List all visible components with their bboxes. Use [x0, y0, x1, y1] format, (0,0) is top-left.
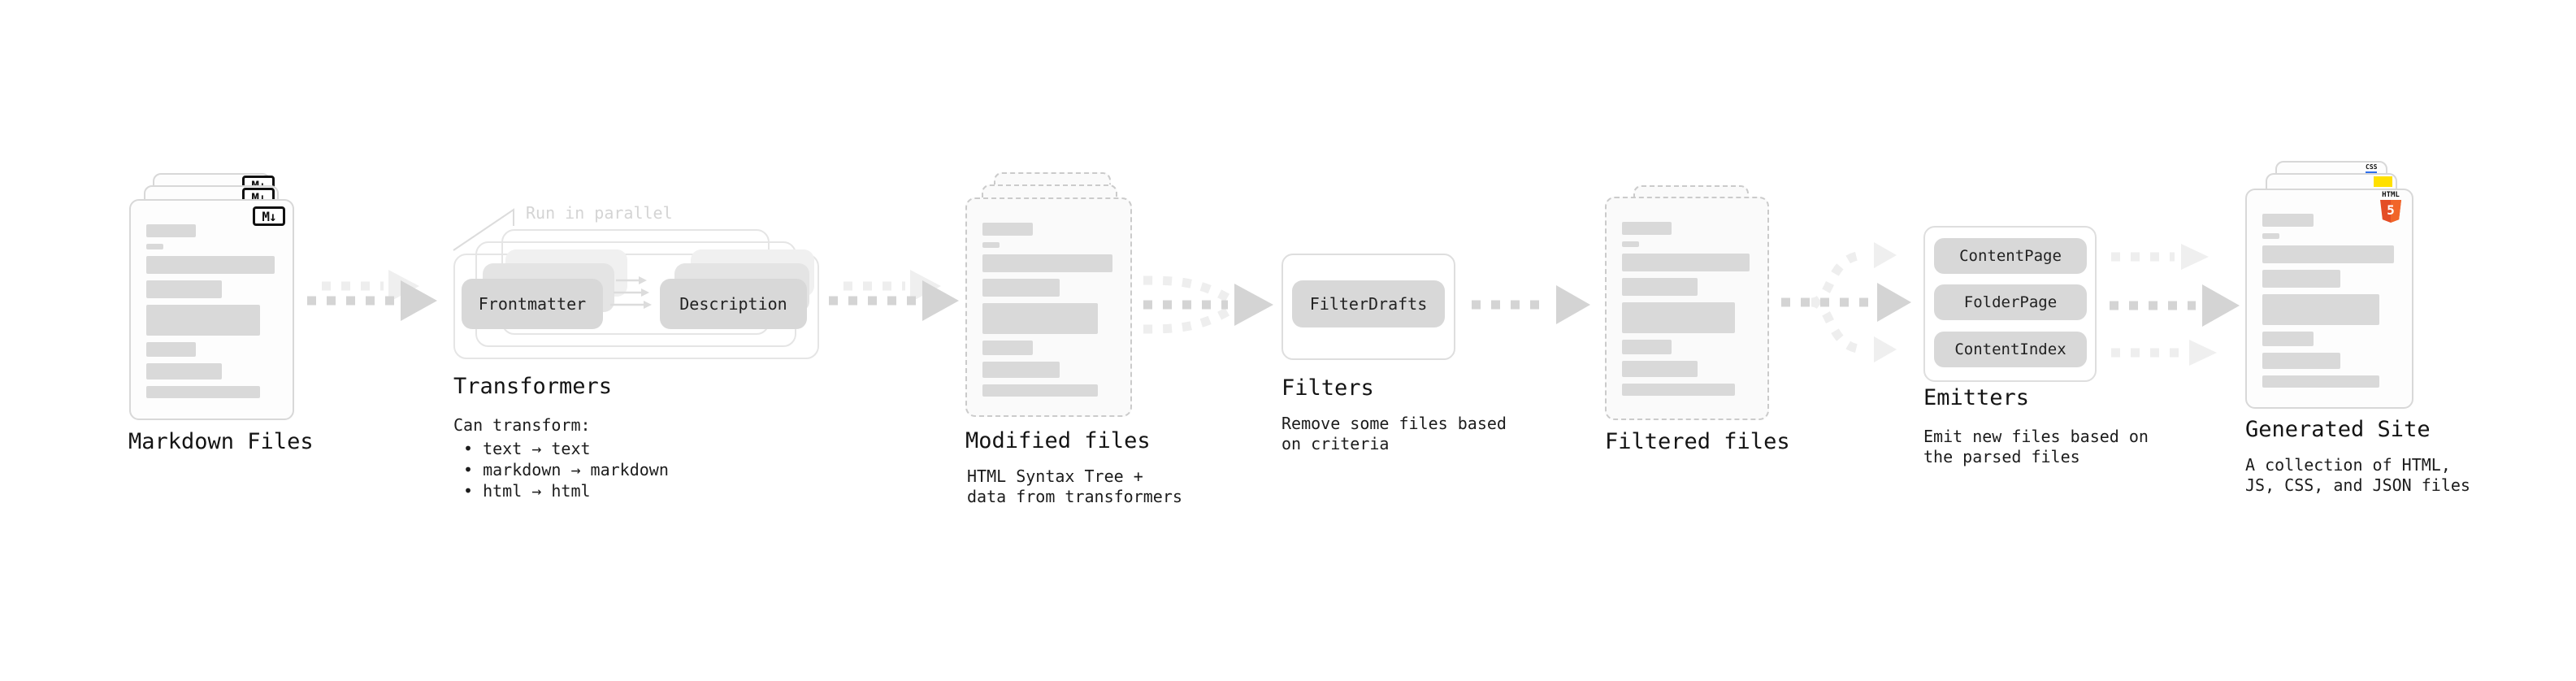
filters-title: Filters	[1281, 375, 1374, 401]
markdown-files-label: Markdown Files	[128, 429, 314, 454]
emitters-title: Emitters	[1923, 385, 2030, 410]
transformers-title: Transformers	[453, 374, 613, 399]
content-line-placeholder	[1622, 278, 1698, 296]
content-line-placeholder	[1622, 222, 1672, 235]
content-line-placeholder	[146, 363, 223, 380]
content-line-placeholder	[2262, 294, 2379, 325]
content-line-placeholder	[146, 244, 163, 249]
content-line-placeholder	[146, 280, 223, 298]
mini-transform-arrows	[610, 276, 652, 309]
modified-files-desc: HTML Syntax Tree + data from transformer…	[967, 466, 1182, 507]
bullet-item: • markdown → markdown	[463, 460, 669, 479]
transformers-bullets: • text → text • markdown → markdown • ht…	[463, 438, 669, 501]
content-line-placeholder	[982, 303, 1098, 334]
arrow-transformers-to-modified	[829, 270, 959, 321]
content-line-placeholder	[2262, 233, 2280, 239]
html5-icon: HTML 5	[2379, 192, 2403, 223]
content-line-placeholder	[146, 305, 261, 336]
content-line-placeholder	[1622, 254, 1750, 271]
content-line-placeholder	[982, 362, 1060, 378]
description-pill: Description	[660, 279, 807, 329]
doc-content-placeholder	[1622, 222, 1752, 396]
filterdrafts-pill: FilterDrafts	[1292, 280, 1445, 327]
content-line-placeholder	[2262, 375, 2379, 388]
content-line-placeholder	[982, 254, 1112, 272]
run-in-parallel-note: Run in parallel	[526, 203, 673, 223]
content-line-placeholder	[2262, 270, 2340, 288]
contentindex-pill: ContentIndex	[1934, 332, 2087, 367]
modified-doc-card	[965, 197, 1132, 417]
bullet-item: • text → text	[463, 439, 591, 458]
frontmatter-pill: Frontmatter	[462, 279, 603, 329]
desc-line: Remove some files based	[1281, 414, 1507, 433]
html5-number: 5	[2387, 202, 2395, 218]
doc-content-placeholder	[982, 223, 1115, 397]
markdown-doc-card	[129, 199, 294, 420]
emitters-desc: Emit new files based on the parsed files	[1923, 427, 2149, 467]
desc-line: Emit new files based on	[1923, 427, 2149, 446]
html5-word: HTML	[2382, 191, 2400, 199]
generated-site-title: Generated Site	[2245, 417, 2431, 442]
desc-line: HTML Syntax Tree +	[967, 466, 1143, 486]
content-line-placeholder	[982, 384, 1098, 397]
content-line-placeholder	[146, 386, 261, 398]
desc-line: data from transformers	[967, 487, 1182, 506]
transformer-box-front	[453, 254, 819, 359]
callout-line	[453, 208, 514, 251]
arrow-markdown-to-transformers	[307, 270, 437, 321]
folderpage-pill: FolderPage	[1934, 284, 2087, 320]
html5-shield-highlight	[2391, 200, 2401, 223]
content-line-placeholder	[1622, 241, 1639, 247]
desc-line: on criteria	[1281, 434, 1390, 453]
content-line-placeholder	[982, 279, 1060, 297]
content-line-placeholder	[1622, 302, 1736, 333]
site-doc-card	[2245, 189, 2413, 409]
html5-shield: 5	[2380, 200, 2401, 223]
filters-desc: Remove some files based on criteria	[1281, 414, 1507, 454]
transformers-desc-heading: Can transform:	[453, 415, 591, 435]
content-line-placeholder	[2262, 245, 2394, 263]
js-file-icon	[2374, 176, 2392, 187]
content-line-placeholder	[1622, 361, 1698, 377]
arrow-filters-to-filtered	[1472, 285, 1590, 324]
desc-line: JS, CSS, and JSON files	[2245, 475, 2470, 495]
css-file-icon: CSS	[2366, 164, 2378, 174]
doc-content-placeholder	[2262, 214, 2396, 388]
doc-content-placeholder	[146, 224, 277, 398]
content-line-placeholder	[2262, 332, 2314, 346]
desc-line: A collection of HTML,	[2245, 455, 2451, 475]
content-line-placeholder	[982, 242, 1000, 248]
arrow-modified-to-filters	[1143, 275, 1273, 334]
filtered-doc-card	[1605, 197, 1769, 420]
content-line-placeholder	[146, 342, 197, 357]
arrow-emitters-to-site	[2110, 244, 2240, 366]
markdown-icon: M↓	[253, 206, 285, 226]
desc-line: the parsed files	[1923, 447, 2080, 466]
generated-site-desc: A collection of HTML, JS, CSS, and JSON …	[2245, 455, 2470, 496]
modified-files-title: Modified files	[965, 428, 1151, 453]
content-line-placeholder	[146, 224, 197, 237]
content-line-placeholder	[982, 340, 1033, 355]
filtered-files-title: Filtered files	[1605, 429, 1790, 454]
content-line-placeholder	[982, 223, 1033, 236]
contentpage-pill: ContentPage	[1934, 238, 2087, 274]
arrow-filtered-to-emitters	[1781, 242, 1911, 362]
content-line-placeholder	[2262, 353, 2340, 369]
content-line-placeholder	[146, 256, 275, 274]
content-line-placeholder	[2262, 214, 2314, 227]
content-line-placeholder	[1622, 340, 1672, 354]
content-line-placeholder	[1622, 384, 1736, 396]
bullet-item: • html → html	[463, 481, 591, 501]
